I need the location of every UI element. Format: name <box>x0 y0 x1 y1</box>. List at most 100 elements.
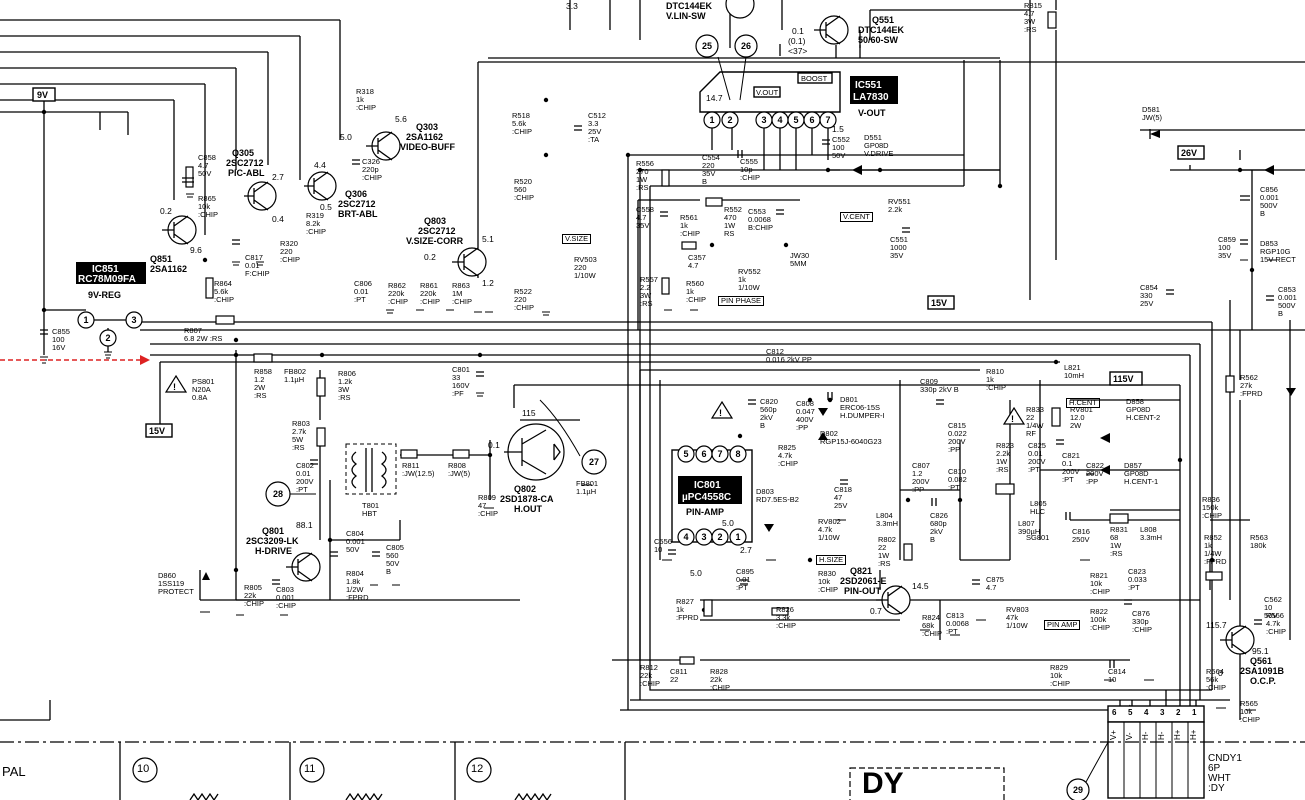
r858-label: R858 1.2 2W :RS <box>254 367 272 400</box>
bottom-frame <box>0 741 1305 800</box>
rv503-label: RV503 220 1/10W <box>574 255 597 280</box>
conn-pin-4: 4 <box>1144 708 1149 717</box>
ic851-pin1: 1 <box>83 315 88 325</box>
svg-text:!: ! <box>173 382 176 392</box>
ic551-pin6: 6 <box>809 115 814 125</box>
rail-15v-b-label: 15V <box>931 298 947 308</box>
conn-pin-6: 6 <box>1112 708 1117 717</box>
conn-pin-2: 2 <box>1176 708 1181 717</box>
c803-label: C803 0.001 :CHIP <box>276 585 297 610</box>
q802-ref: Q802 <box>514 484 536 494</box>
ic801-pin2: 2 <box>717 532 722 542</box>
hsize-tag: H.SIZE <box>816 555 847 565</box>
ic851-pin2: 2 <box>105 333 110 343</box>
c558-label: C558 4.7 35V <box>636 205 654 230</box>
q306-func: BRT-ABL <box>338 209 378 219</box>
c802-label: C802 0.01 200V :PT <box>296 461 314 494</box>
rv551-label: RV551 2.2k <box>888 197 911 214</box>
r822-label: R822 100k :CHIP <box>1090 607 1111 632</box>
ic801-pinamp: 5 6 7 8 IC801 µPC4558C PIN-AMP 4 3 2 1 5… <box>671 445 753 578</box>
ic801-part: µPC4558C <box>682 492 731 503</box>
ic551-pin2: 2 <box>727 115 732 125</box>
q821-func: PIN-OUT <box>844 586 882 596</box>
callout-28: 28 <box>273 489 283 499</box>
q802-transistor: Q802 2SD1878-CA H.OUT 0.1 115 <box>488 408 565 514</box>
fb802-label: FB802 1.1µH <box>284 367 307 384</box>
q821-volt: 14.5 <box>912 581 929 591</box>
r823-label: R823 2.2k 1W :RS <box>996 441 1014 474</box>
sg801-label: SG801 <box>1026 533 1050 542</box>
c813-label: C813 0.0068 :PT <box>946 611 969 636</box>
r830-label: R830 10k :CHIP <box>818 569 839 594</box>
r804-label: R804 1.8k 1/2W :FPRD <box>346 569 369 602</box>
ic551-pin4: 4 <box>777 115 782 125</box>
r831-label: R831 68 1W :RS <box>1110 525 1128 558</box>
c821-label: C821 0.1 200V :PT <box>1062 451 1080 484</box>
rail-15v-label: 15V <box>149 426 165 436</box>
q305-volt: 2.7 <box>272 172 284 182</box>
ic801-pin3: 3 <box>701 532 706 542</box>
c816-label: C816 250V <box>1072 527 1090 544</box>
q305-ref: Q305 <box>232 148 254 158</box>
warning-icons: ! ! ! <box>164 374 1026 425</box>
cndy1-label: CNDY1 6P WHT :DY <box>1208 753 1242 794</box>
q551-part: DTC144EK <box>858 25 905 35</box>
conn-pin5-name: V- <box>1125 732 1134 740</box>
q561-func: O.C.P. <box>1250 676 1276 686</box>
r562-label: R562 27k :FPRD <box>1240 373 1263 398</box>
q801-part: 2SC3209-LK <box>246 536 299 546</box>
c812-label: C812 0.016 2kV PP <box>766 347 812 364</box>
q305-e-volt: 0.4 <box>272 214 284 224</box>
dy-label: DY <box>862 767 904 800</box>
c553-label: C553 0.0068 B:CHIP <box>748 207 774 232</box>
q551-volt-a: 0.1 <box>792 26 804 36</box>
c552-label: C552 100 50V <box>832 135 850 160</box>
q803-func: V.SIZE-CORR <box>406 236 464 246</box>
l808-label: L808 3.3mH <box>1140 525 1163 542</box>
c855-label: C855 100 16V <box>52 327 70 352</box>
q803-e-volt: 1.2 <box>482 278 494 288</box>
q561-part: 2SA1091B <box>1240 666 1285 676</box>
conn-pin3-name: H- <box>1157 731 1166 740</box>
conn-pin4-name: H- <box>1141 731 1150 740</box>
r833-label: R833 22 1/4W RF <box>1026 405 1044 438</box>
waveform-11-label: 11 <box>304 763 316 775</box>
conn-pin-5: 5 <box>1128 708 1133 717</box>
ic551-pin7: 7 <box>825 115 830 125</box>
r824-label: R824 68k :CHIP <box>922 613 943 638</box>
ic551-volt: 14.7 <box>706 93 723 103</box>
c820-label: C820 560p 2kV B <box>760 397 778 430</box>
c512-label: C512 3.3 25V :TA <box>588 111 606 144</box>
waveform-10-label: 10 <box>137 763 150 775</box>
ic551-tag-boost: BOOST <box>801 74 828 83</box>
r552-label: R552 470 1W RS <box>724 205 742 238</box>
rail-boxes: 15V 15V 26V 115V <box>145 145 1205 438</box>
callouts: 25 26 27 28 29 <box>265 34 1131 800</box>
q561-ref: Q561 <box>1250 656 1272 666</box>
q303-e-volt: 5.6 <box>395 114 407 124</box>
q851-ref: Q851 <box>150 254 172 264</box>
q306-b-volt: 4.4 <box>314 160 326 170</box>
q561-c-volt: 0 <box>1218 668 1223 678</box>
ic801-pin8: 8 <box>735 449 740 459</box>
q561-b-volt: 95.1 <box>1252 646 1269 656</box>
r827-label: R827 1k :FPRD <box>676 597 699 622</box>
ic801-pin6: 6 <box>701 449 706 459</box>
input-arrow <box>0 355 150 365</box>
rail-26v-label: 26V <box>1181 148 1197 158</box>
ic551-pin3: 3 <box>761 115 766 125</box>
rail-9v-label: 9V <box>37 90 48 100</box>
callout-29: 29 <box>1073 785 1083 795</box>
r557-label: R557 2.2 3W :RS <box>640 275 658 308</box>
q303-transistor: Q303 2SA1162 VIDEO-BUFF 5.0 5.6 <box>340 114 456 161</box>
hcent-tag: H.CENT <box>1066 398 1100 408</box>
top-q-func: V.LIN-SW <box>666 11 706 21</box>
r862-label: R862 220k :CHIP <box>388 281 409 306</box>
ic851-name: IC851 <box>92 264 119 275</box>
l804-label: L804 3.3mH <box>876 511 899 528</box>
r522-label: R522 220 :CHIP <box>514 287 535 312</box>
ic801-pin5: 5 <box>683 449 688 459</box>
c815-label: C815 0.022 200V :PP <box>948 421 967 454</box>
vsize-tag: V.SIZE <box>562 234 592 244</box>
r320-label: R320 220 :CHIP <box>280 239 301 264</box>
